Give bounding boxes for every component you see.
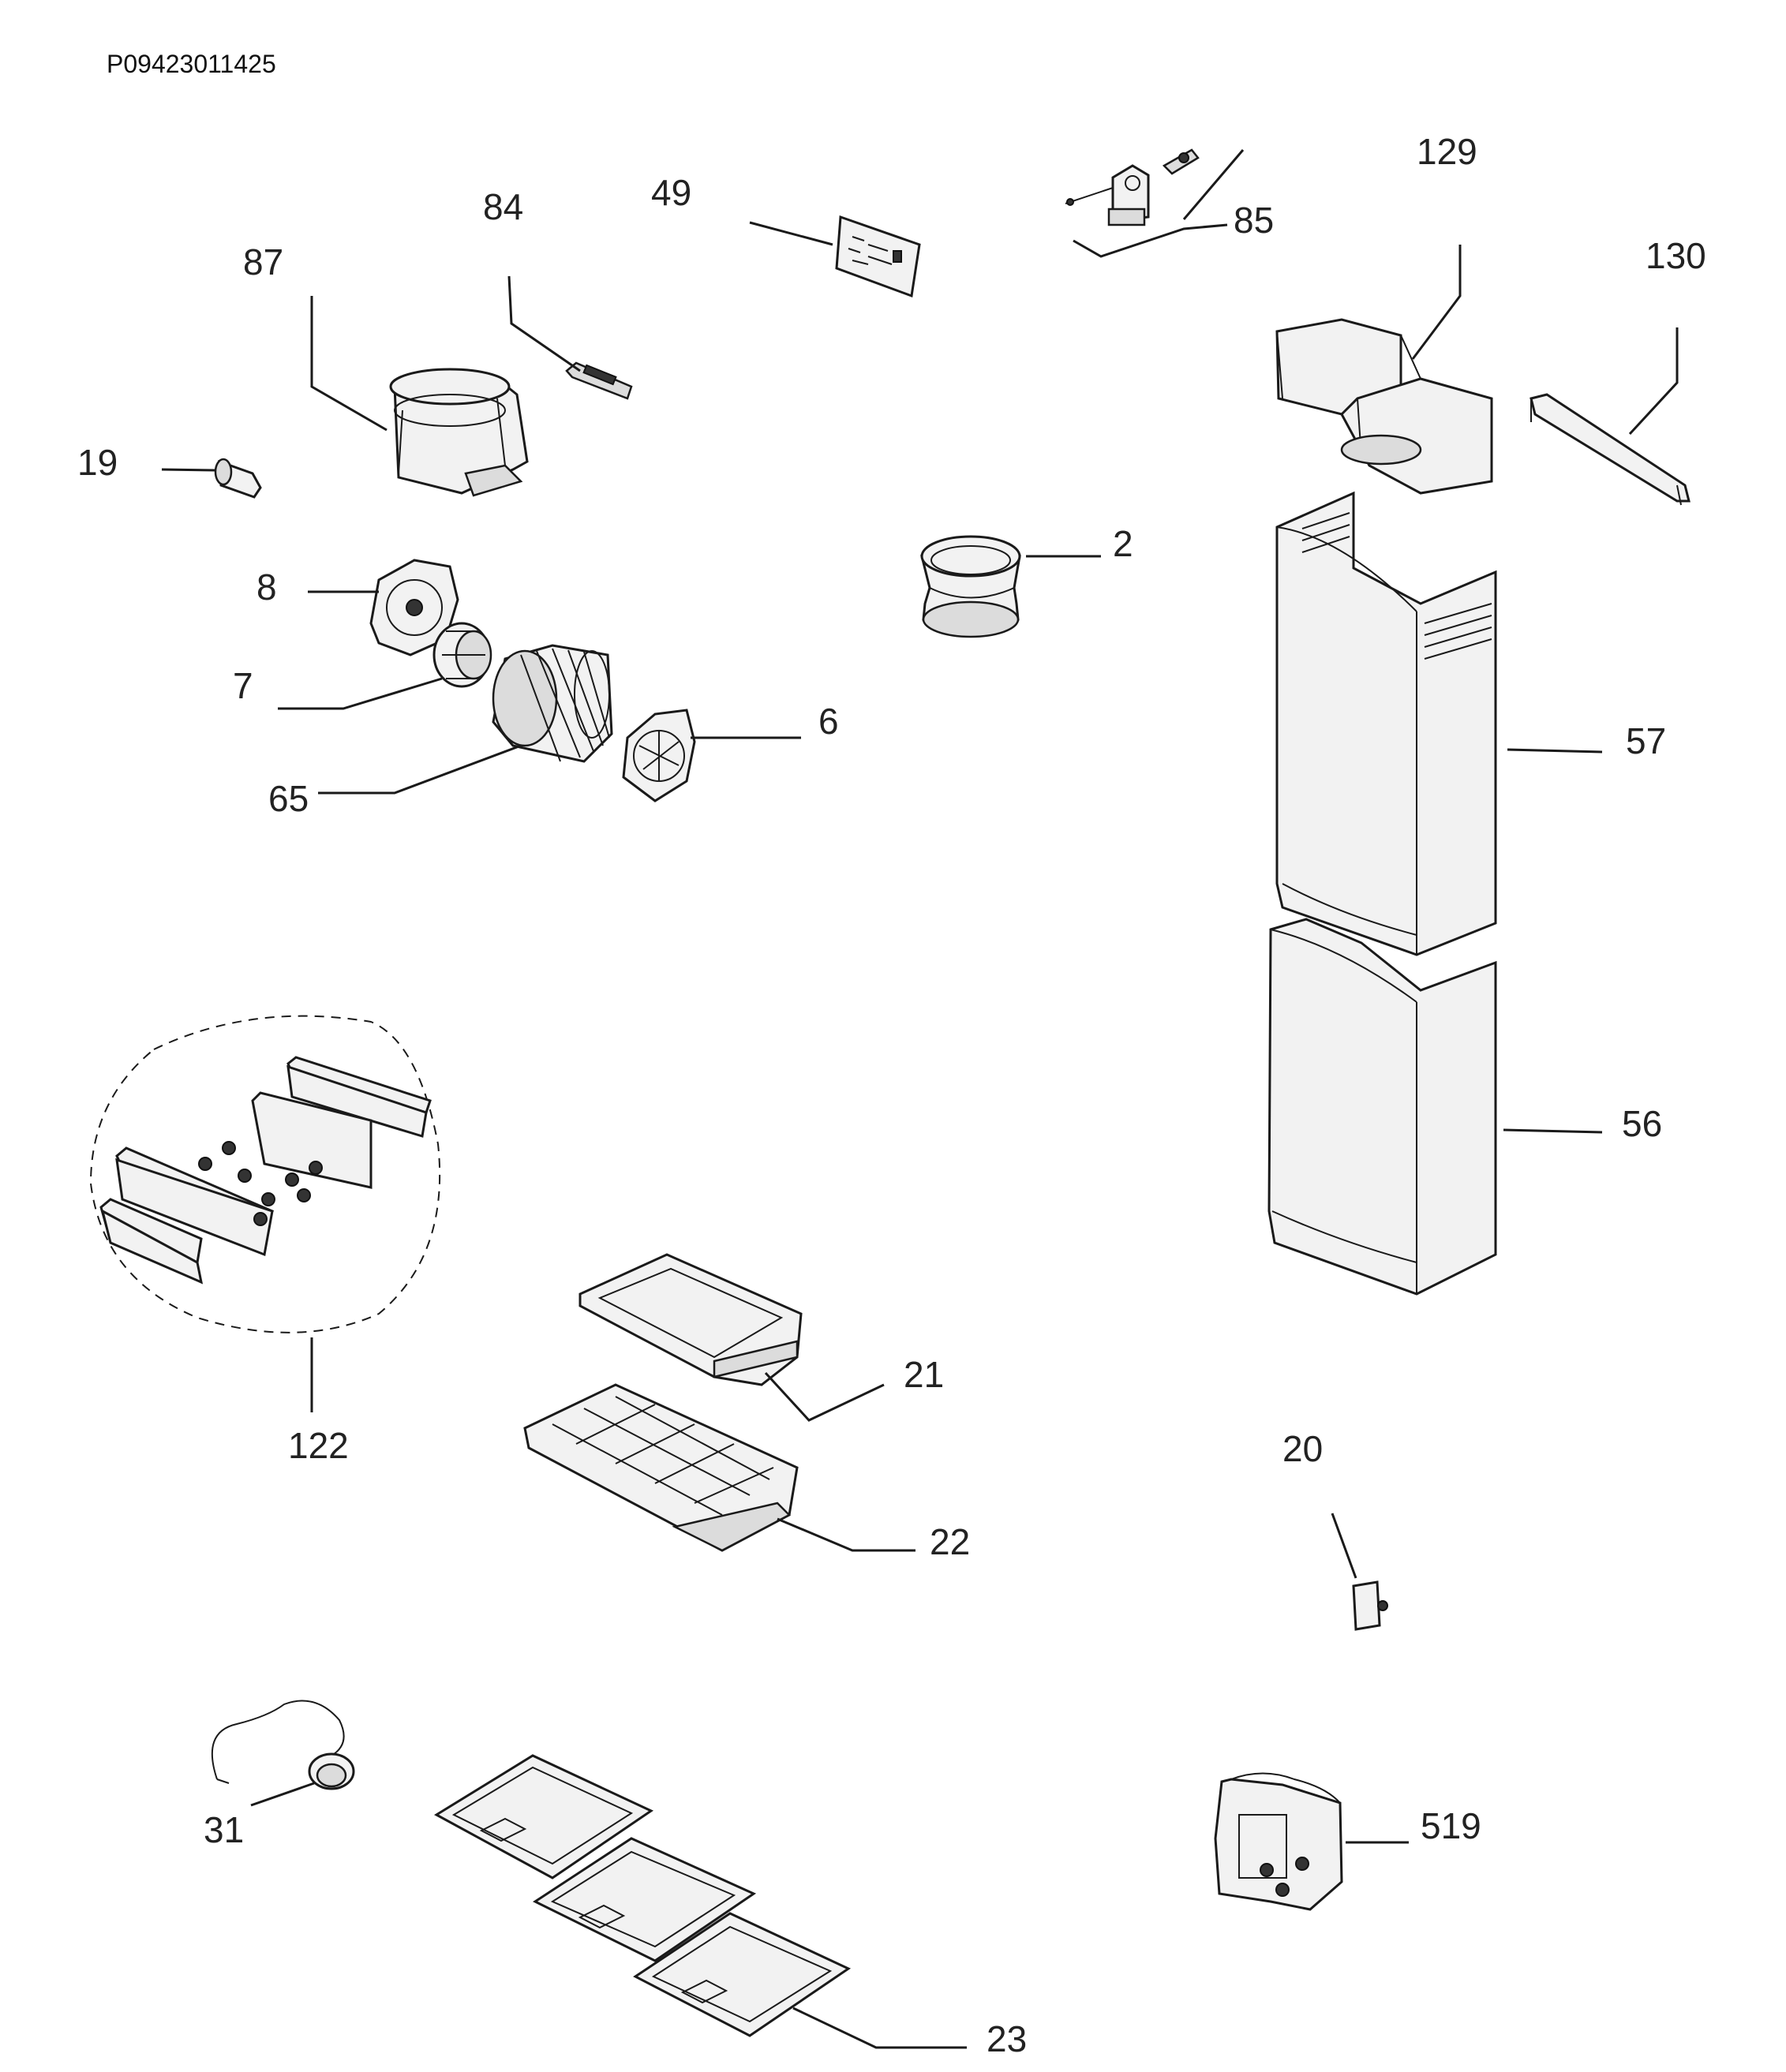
part-23-carbon-filters[interactable]: [434, 1754, 852, 2037]
label-85: 85: [1234, 200, 1274, 241]
label-8: 8: [256, 567, 277, 608]
label-23: 23: [987, 2018, 1027, 2059]
label-31: 31: [204, 1809, 244, 1850]
label-84: 84: [483, 186, 523, 227]
leader-49: [749, 221, 833, 246]
label-122: 122: [288, 1425, 349, 1466]
leader-84: [507, 275, 581, 372]
part-122-control-panel-kit[interactable]: [89, 1015, 441, 1333]
leader-57: [1507, 748, 1603, 754]
label-20: 20: [1282, 1428, 1323, 1469]
leader-20: [1331, 1513, 1357, 1579]
document-code: P09423011425: [107, 50, 276, 78]
part-87-blower-housing[interactable]: [389, 368, 529, 497]
part-22-grease-filter[interactable]: [523, 1383, 799, 1552]
part-7-motor[interactable]: [432, 622, 492, 688]
label-22: 22: [930, 1521, 970, 1562]
leader-129: [1411, 245, 1462, 360]
part-8-motor-plate[interactable]: [369, 559, 459, 656]
label-49: 49: [651, 172, 691, 213]
part-6-fan-wheel[interactable]: [492, 644, 613, 763]
leader-6: [318, 744, 522, 795]
label-21: 21: [904, 1354, 944, 1395]
leader-21: [764, 1371, 885, 1422]
label-6: 65: [268, 778, 309, 819]
label-56: 56: [1622, 1103, 1662, 1144]
leader-87: [310, 296, 388, 432]
leader-22: [777, 1517, 915, 1552]
part-130-mounting-rail[interactable]: [1530, 393, 1691, 506]
label-519: 519: [1421, 1805, 1481, 1846]
part-56-lower-chimney[interactable]: [1267, 918, 1497, 1296]
leader-130: [1628, 327, 1679, 436]
part-129-duct-adapter[interactable]: [1275, 318, 1493, 495]
label-129: 129: [1417, 131, 1477, 172]
leader-7: [278, 677, 443, 710]
part-21-filter-frame[interactable]: [578, 1253, 803, 1386]
label-7: 7: [233, 665, 253, 706]
label-65: 6: [818, 701, 839, 742]
part-49-circuit-board[interactable]: [835, 215, 921, 298]
part-519-fixing-kit-bag[interactable]: [1214, 1772, 1343, 1911]
part-57-upper-chimney[interactable]: [1275, 491, 1497, 956]
label-2: 2: [1113, 523, 1133, 564]
leader-23: [792, 2007, 967, 2049]
leader-19: [161, 468, 215, 472]
part-2-duct-connector[interactable]: [920, 535, 1021, 638]
leader-56: [1503, 1128, 1603, 1134]
leader-31: [250, 1782, 315, 1807]
part-84-switch[interactable]: [565, 361, 633, 400]
part-85-bracket-kit[interactable]: [1065, 148, 1200, 226]
label-130: 130: [1646, 235, 1706, 276]
label-87: 87: [243, 241, 283, 282]
leader-85: [1073, 149, 1245, 258]
part-20-small-bracket[interactable]: [1352, 1580, 1388, 1631]
part-31-lamp-assembly[interactable]: [211, 1700, 355, 1790]
part-65-inlet-ring[interactable]: [622, 709, 696, 802]
part-19-capacitor[interactable]: [214, 458, 262, 499]
label-57: 57: [1626, 720, 1666, 761]
label-19: 19: [77, 442, 118, 483]
